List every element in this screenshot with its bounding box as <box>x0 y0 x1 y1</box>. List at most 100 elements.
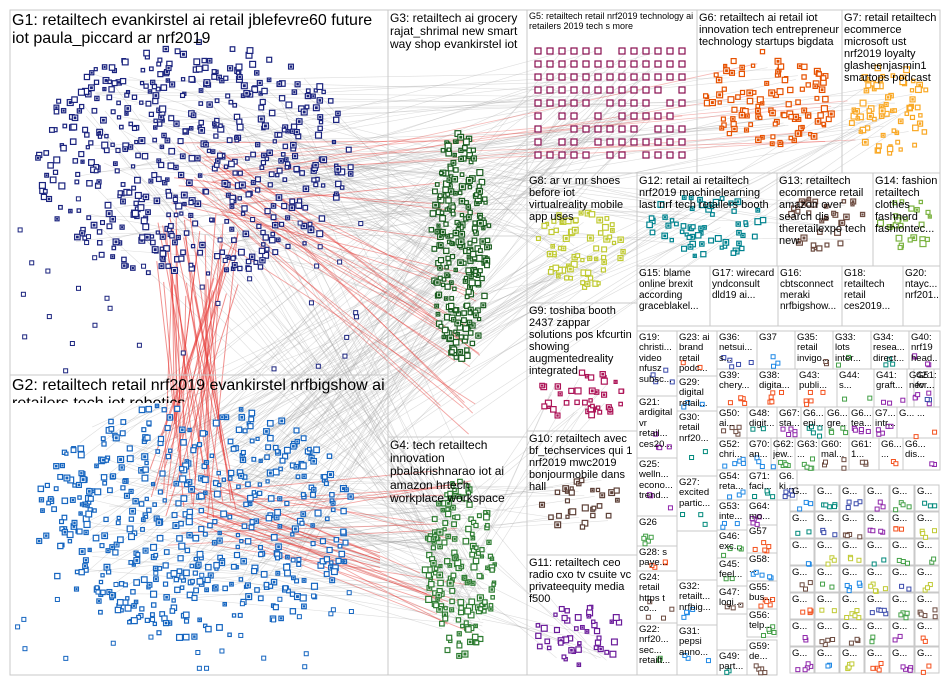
node <box>779 389 785 395</box>
node-fill <box>865 89 868 92</box>
node <box>17 227 23 233</box>
edge <box>152 114 806 199</box>
edge <box>182 103 469 249</box>
node <box>270 231 276 237</box>
node <box>99 220 106 226</box>
node <box>183 230 190 236</box>
edge <box>183 237 234 500</box>
node <box>155 230 160 235</box>
node-fill <box>485 246 489 249</box>
node <box>159 470 166 477</box>
edge <box>86 489 566 528</box>
node <box>700 251 707 258</box>
node <box>69 341 75 347</box>
node <box>735 94 741 100</box>
node <box>140 67 146 73</box>
node <box>865 82 872 89</box>
node <box>185 518 193 526</box>
node <box>782 494 788 500</box>
node <box>232 170 238 176</box>
node-fill <box>273 223 277 227</box>
node-fill <box>756 209 759 212</box>
node <box>546 99 554 107</box>
node-fill <box>459 261 462 265</box>
node <box>810 242 817 249</box>
node <box>168 147 176 155</box>
edge <box>149 236 236 470</box>
node <box>254 587 260 593</box>
node <box>444 510 452 518</box>
node <box>437 579 444 587</box>
node <box>119 430 126 437</box>
node-fill <box>559 392 562 395</box>
node <box>582 99 590 107</box>
edge <box>225 516 558 569</box>
node <box>67 538 73 544</box>
node <box>758 115 763 121</box>
edge <box>120 49 571 171</box>
node-fill <box>161 119 164 122</box>
node <box>358 221 364 227</box>
node <box>190 578 195 584</box>
node <box>100 573 105 578</box>
node <box>669 218 675 223</box>
edge <box>225 509 457 523</box>
edge <box>92 555 453 596</box>
group-box-small <box>789 538 815 566</box>
node-fill <box>223 603 226 606</box>
node <box>648 215 655 222</box>
node <box>534 138 542 146</box>
edge <box>272 160 845 206</box>
node-fill <box>779 141 781 144</box>
node-fill <box>616 499 619 502</box>
node <box>284 569 291 577</box>
node <box>746 97 754 105</box>
node <box>104 458 110 463</box>
node-fill <box>241 454 244 457</box>
node <box>926 663 932 669</box>
node <box>596 281 601 286</box>
node <box>727 400 733 406</box>
node <box>465 490 472 496</box>
node-fill <box>160 264 163 268</box>
node <box>150 543 158 551</box>
node <box>844 614 850 620</box>
node <box>876 219 884 227</box>
node-fill <box>570 648 573 652</box>
node <box>82 126 89 133</box>
node <box>169 608 176 614</box>
edge <box>112 255 575 585</box>
node <box>558 60 566 68</box>
edge <box>79 164 456 444</box>
node <box>881 557 887 563</box>
node-fill <box>151 81 154 84</box>
node <box>857 534 863 540</box>
node <box>618 125 626 133</box>
node <box>584 269 592 277</box>
edge <box>243 214 449 540</box>
node <box>817 112 824 119</box>
node <box>127 619 132 625</box>
node-fill <box>173 268 176 272</box>
edge <box>186 570 487 590</box>
node <box>801 74 807 80</box>
node-fill <box>193 635 196 638</box>
node <box>164 424 171 432</box>
node <box>546 60 554 68</box>
node <box>296 198 303 204</box>
group-box-g10 <box>526 430 638 556</box>
node <box>178 542 186 550</box>
node-fill <box>119 458 123 462</box>
node-fill <box>291 130 294 133</box>
node-fill <box>446 235 449 238</box>
node <box>153 552 159 558</box>
node <box>261 655 267 661</box>
node <box>781 76 789 84</box>
edge <box>187 246 472 567</box>
node <box>868 583 874 589</box>
node-fill <box>221 416 224 419</box>
node <box>807 389 813 395</box>
node <box>870 665 876 671</box>
node-fill <box>683 196 686 199</box>
node <box>92 534 100 542</box>
